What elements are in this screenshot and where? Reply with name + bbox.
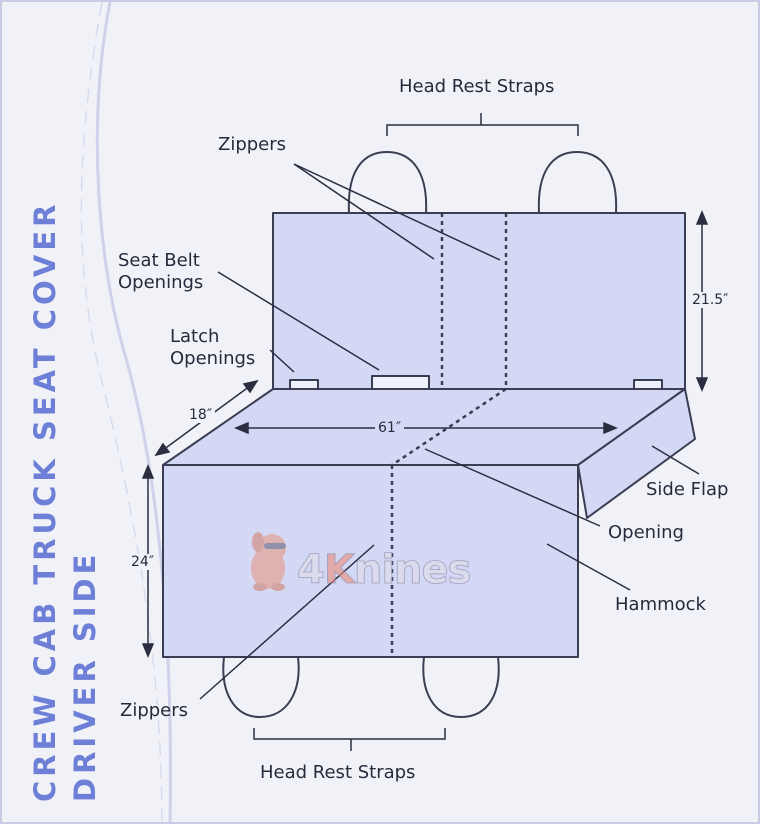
label-latch-openings-1: Latch <box>170 326 220 347</box>
background-curve-dashed <box>80 2 163 822</box>
dog-mascot-icon <box>251 532 286 591</box>
label-side-flap: Side Flap <box>646 479 729 500</box>
label-head-rest-straps-bottom: Head Rest Straps <box>260 762 416 783</box>
latch-opening <box>633 379 663 390</box>
dimension-seat-width: 61″ <box>375 420 405 436</box>
label-head-rest-straps-top: Head Rest Straps <box>399 76 555 97</box>
back-panel <box>272 212 686 390</box>
leader-line <box>217 271 380 371</box>
leader-line <box>293 163 435 260</box>
opening-zipper-line <box>391 387 507 467</box>
side-flap-panel <box>577 388 696 519</box>
leader-line <box>424 448 601 527</box>
watermark-logo: 4Knines <box>297 547 472 594</box>
label-zippers-bottom: Zippers <box>120 700 189 721</box>
dimension-front-height: 24″ <box>128 554 158 570</box>
leader-line <box>651 445 700 475</box>
latch-opening <box>289 379 319 390</box>
dimension-back-height: 21.5″ <box>689 292 732 308</box>
label-seat-belt-openings-1: Seat Belt <box>118 250 200 271</box>
leader-line <box>546 543 631 591</box>
seat-belt-opening <box>371 375 430 390</box>
dimension-seat-depth: 18″ <box>186 407 216 423</box>
label-opening: Opening <box>608 522 684 543</box>
label-zippers-top: Zippers <box>218 134 287 155</box>
head-rest-bracket <box>253 728 446 740</box>
label-latch-openings-2: Openings <box>170 348 256 369</box>
title-line-2: DRIVER SIDE <box>68 550 102 802</box>
head-rest-bracket <box>386 124 579 136</box>
head-rest-strap-loop <box>347 151 428 214</box>
hammock-panel <box>162 464 579 658</box>
leader-line <box>199 544 375 700</box>
leader-line <box>293 163 501 261</box>
label-seat-belt-openings-2: Openings <box>118 272 204 293</box>
label-hammock: Hammock <box>615 594 706 615</box>
leader-line <box>269 349 295 373</box>
head-rest-strap-loop <box>222 656 300 718</box>
head-rest-strap-loop <box>537 151 618 214</box>
head-rest-strap-loop <box>422 656 500 718</box>
title-line-1: CREW CAB TRUCK SEAT COVER <box>28 200 62 802</box>
